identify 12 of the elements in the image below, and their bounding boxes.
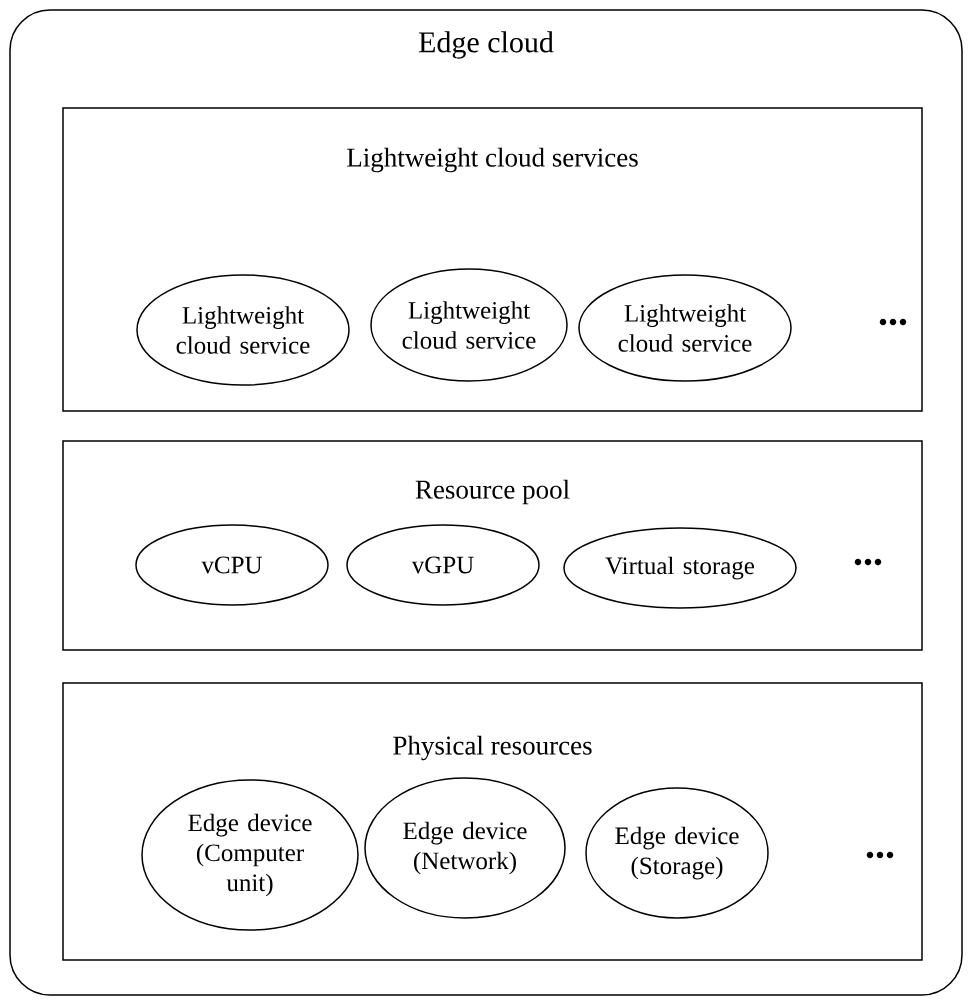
ellipse-node: Lightweight cloud service bbox=[370, 268, 568, 382]
ellipse-node: vCPU bbox=[135, 524, 329, 606]
ellipse-node: Lightweight cloud service bbox=[136, 274, 350, 386]
ellipse-node: Edge device (Computer unit) bbox=[141, 779, 359, 931]
ellipse-node: Edge device (Network) bbox=[364, 777, 566, 919]
ellipse-node: Virtual storage bbox=[563, 527, 797, 609]
ellipse-node: Lightweight cloud service bbox=[578, 274, 792, 382]
ellipse-node: vGPU bbox=[346, 524, 540, 606]
ellipsis: ... bbox=[866, 851, 894, 859]
ellipse-node: Edge device (Storage) bbox=[585, 787, 769, 919]
ellipsis: ... bbox=[854, 558, 882, 566]
ellipsis: ... bbox=[879, 318, 907, 326]
